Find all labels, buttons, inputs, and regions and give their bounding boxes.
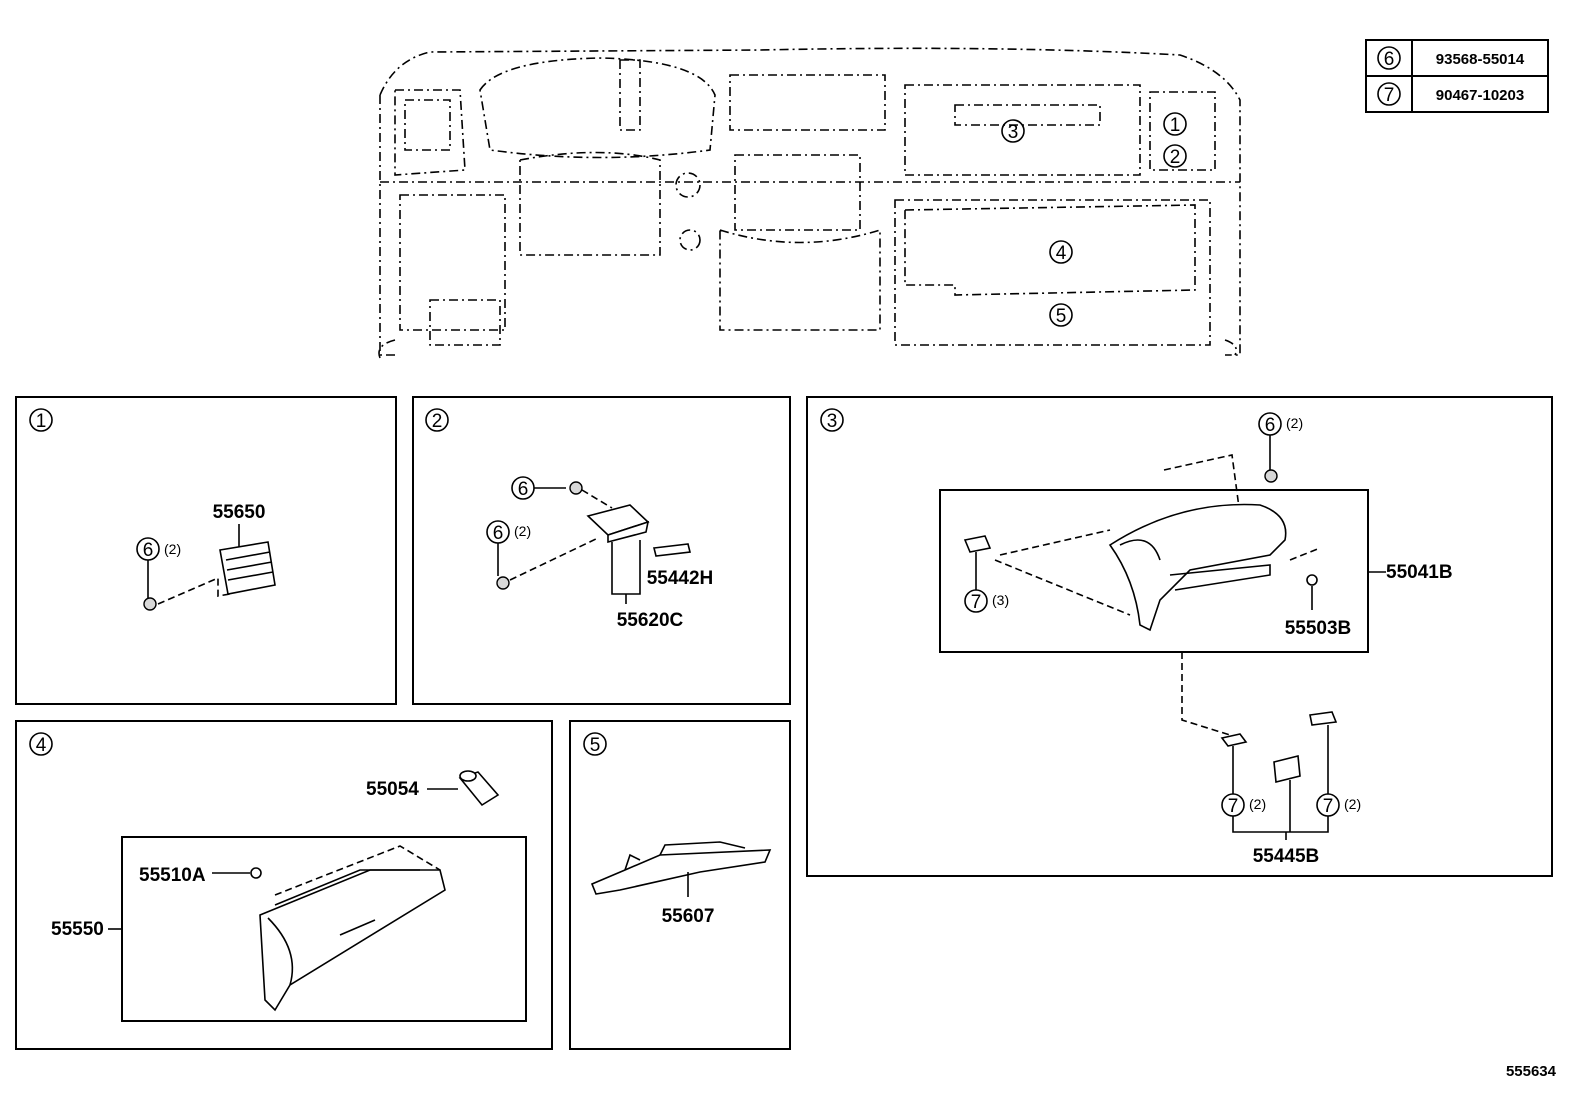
lower-panel-part <box>1108 503 1287 632</box>
overview-callout-3: 3 <box>1001 119 1025 143</box>
part-label-55442H: 55442H <box>647 568 714 589</box>
panel-3-left-ref: 7 <box>971 592 982 613</box>
svg-text:5: 5 <box>1056 306 1067 327</box>
overview-callout-4: 4 <box>1049 240 1073 264</box>
panel-3-top-qty: (2) <box>1286 415 1303 431</box>
part-label-55054: 55054 <box>366 779 419 800</box>
part-label-55550: 55550 <box>51 919 104 940</box>
part-label-55503B: 55503B <box>1285 618 1352 639</box>
part-label-55620C: 55620C <box>617 610 684 631</box>
panel-3-top-ref: 6 <box>1265 415 1276 436</box>
svg-text:1: 1 <box>1170 115 1181 136</box>
legend-ref-6: 6 <box>1384 49 1395 70</box>
bracket-part <box>590 841 772 895</box>
panel-3: 3 6 (2) 7 (3) 55503B 55041B 7 (2) <box>806 396 1553 877</box>
part-55442H-shape <box>653 543 691 557</box>
panel-2-fastener-a-ref: 6 <box>518 479 529 500</box>
air-vent-part <box>219 541 276 595</box>
damper-part <box>458 770 500 807</box>
dashboard-overview <box>378 47 1241 359</box>
part-label-55650: 55650 <box>213 502 266 523</box>
panel-1: 1 55650 6 (2) <box>15 396 397 705</box>
switch-module-part <box>586 504 650 544</box>
panel-1-fastener-ref: 6 <box>143 540 154 561</box>
panel-3-br-ref: 7 <box>1323 796 1334 817</box>
glove-box-part <box>259 869 446 1012</box>
part-label-55041B: 55041B <box>1386 562 1453 583</box>
svg-text:2: 2 <box>1170 147 1181 168</box>
fastener-legend-table: 6 93568-55014 7 90467-10203 <box>1365 39 1549 113</box>
panel-2-ref: 2 <box>432 411 443 432</box>
panel-3-ref: 3 <box>827 411 838 432</box>
panel-3-left-qty: (3) <box>992 592 1009 608</box>
panel-5: 5 55607 <box>569 720 791 1050</box>
panel-1-fastener-qty: (2) <box>164 541 181 557</box>
panel-2-fastener-b-qty: (2) <box>514 523 531 539</box>
figure-id: 555634 <box>1506 1063 1557 1080</box>
panel-4-ref: 4 <box>36 735 47 756</box>
panel-5-ref: 5 <box>590 735 601 756</box>
panel-4: 4 55054 55510A 55550 <box>15 720 553 1050</box>
part-label-55607: 55607 <box>662 906 715 927</box>
legend-part-6: 93568-55014 <box>1436 51 1525 68</box>
overview-callout-1: 1 <box>1163 112 1187 136</box>
svg-text:4: 4 <box>1056 243 1067 264</box>
panel-1-ref: 1 <box>36 411 47 432</box>
panel-3-bl-ref: 7 <box>1228 796 1239 817</box>
panel-2-fastener-b-ref: 6 <box>493 523 504 544</box>
legend-part-7: 90467-10203 <box>1436 87 1524 104</box>
overview-callout-2: 2 <box>1163 144 1187 168</box>
panel-3-bl-qty: (2) <box>1249 796 1266 812</box>
panel-3-br-qty: (2) <box>1344 796 1361 812</box>
panel-2: 2 6 6 (2) 55442H 55620C <box>412 396 791 705</box>
legend-ref-7: 7 <box>1384 85 1395 106</box>
part-label-55445B: 55445B <box>1253 846 1320 867</box>
overview-callout-5: 5 <box>1049 303 1073 327</box>
overview-callouts: 1 2 3 4 5 <box>1001 112 1187 327</box>
part-label-55510A: 55510A <box>139 865 206 886</box>
svg-text:3: 3 <box>1008 122 1019 143</box>
